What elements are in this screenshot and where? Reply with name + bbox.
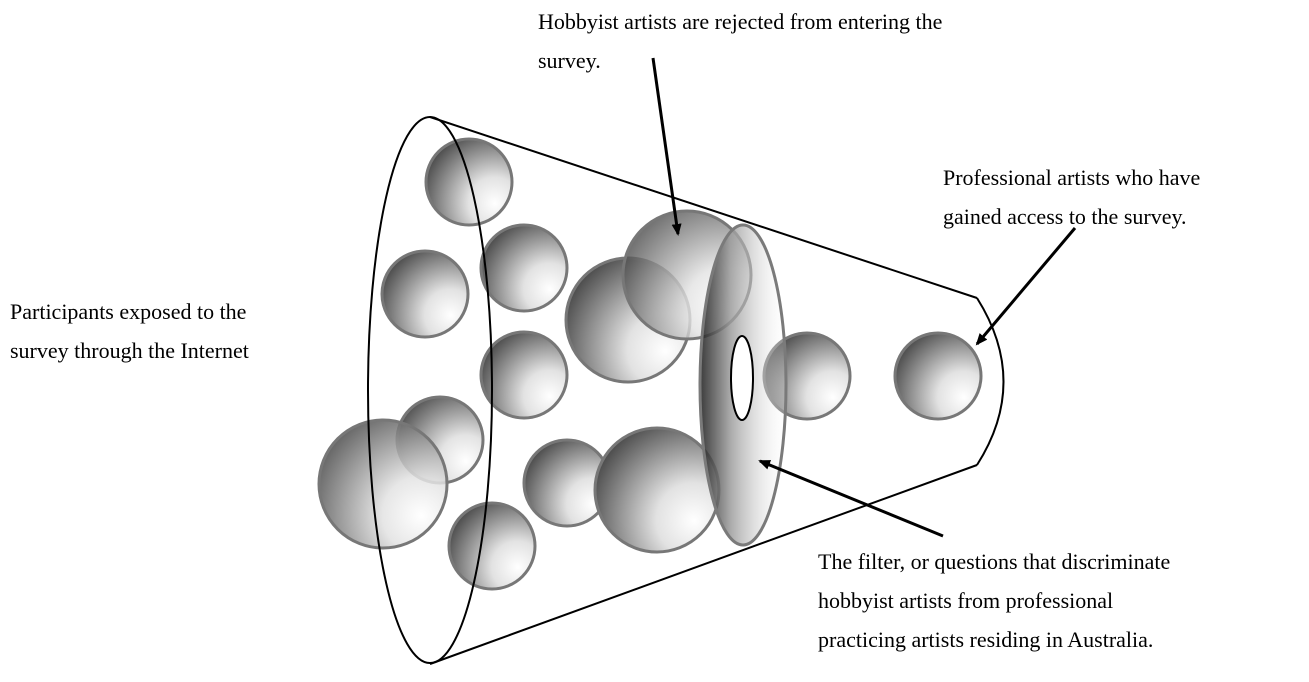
funnel-top-edge: [429, 116, 978, 299]
sphere: [593, 426, 721, 554]
filter-hole: [730, 335, 754, 421]
arrow-to-accepted-sphere: [975, 227, 1077, 346]
label-line: survey through the Internet: [10, 338, 249, 363]
sphere: [424, 137, 514, 227]
spheres: [317, 137, 983, 591]
label-line: hobbyist artists from professional: [818, 588, 1114, 613]
label-line: practicing artists residing in Australia…: [818, 627, 1154, 652]
arrows: [651, 57, 1077, 538]
label-filter-questions: The filter, or questions that discrimina…: [818, 542, 1309, 659]
label-rejected-hobbyists: Hobbyist artists are rejected from enter…: [538, 2, 1098, 80]
sphere: [380, 249, 470, 339]
label-participants-internet: Participants exposed to the survey throu…: [10, 292, 340, 370]
funnel-narrow-end: [976, 297, 1005, 466]
label-professional-access: Professional artists who have gained acc…: [943, 158, 1303, 236]
label-line: Hobbyist artists are rejected from enter…: [538, 9, 943, 34]
funnel-wide-end: [367, 116, 493, 664]
arrow-to-rejected-sphere: [651, 57, 682, 236]
label-line: Participants exposed to the: [10, 299, 247, 324]
label-line: The filter, or questions that discrimina…: [818, 549, 1171, 574]
sphere: [893, 331, 983, 421]
funnel-outline: [429, 116, 1005, 665]
sphere: [317, 418, 449, 550]
sphere: [447, 501, 537, 591]
label-line: gained access to the survey.: [943, 204, 1187, 229]
sphere: [479, 223, 569, 313]
label-line: survey.: [538, 48, 601, 73]
funnel-bottom-edge: [429, 464, 978, 665]
filter-disc: [698, 223, 788, 547]
sphere: [479, 330, 569, 420]
arrow-to-filter: [758, 459, 944, 538]
label-line: Professional artists who have: [943, 165, 1201, 190]
